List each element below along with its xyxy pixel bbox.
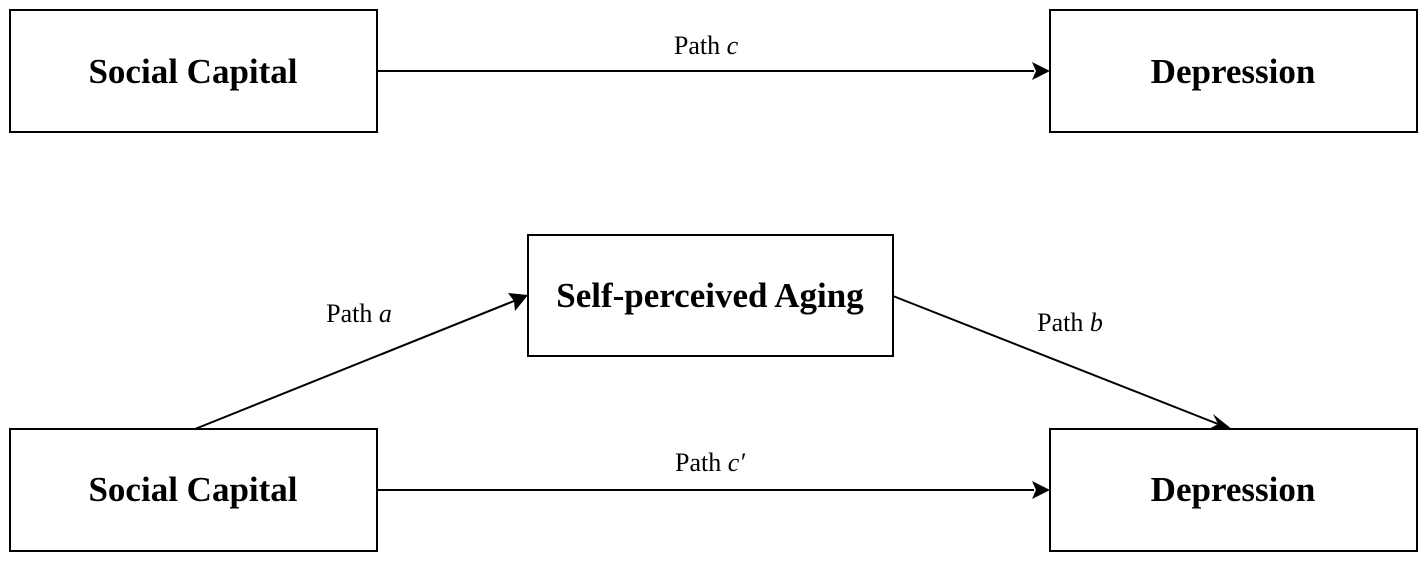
path-c-prime-prefix: Path bbox=[675, 448, 728, 477]
bottom-depression-label: Depression bbox=[1151, 470, 1316, 509]
path-c-prime-symbol: c′ bbox=[728, 448, 746, 477]
path-c-prefix: Path bbox=[674, 31, 727, 60]
mediation-panel: Self-perceived Aging Social Capital Depr… bbox=[9, 234, 1418, 552]
bottom-social-capital-label: Social Capital bbox=[88, 470, 297, 509]
top-depression-box bbox=[1049, 9, 1418, 133]
bottom-social-capital-box bbox=[9, 428, 378, 552]
path-c-prime-arrowhead bbox=[1032, 481, 1050, 499]
path-a-label: Path a bbox=[326, 299, 392, 328]
path-b-arrow bbox=[892, 295, 1219, 425]
path-a-symbol: a bbox=[379, 299, 392, 328]
path-c-label: Path c bbox=[674, 31, 739, 60]
bottom-depression-box bbox=[1049, 428, 1418, 552]
path-a-arrowhead bbox=[508, 293, 528, 311]
path-b-symbol: b bbox=[1090, 308, 1103, 337]
path-c-prime-label: Path c′ bbox=[675, 448, 745, 477]
mediator-box bbox=[527, 234, 894, 357]
path-a-prefix: Path bbox=[326, 299, 379, 328]
top-social-capital-box bbox=[9, 9, 378, 133]
path-b-prefix: Path bbox=[1037, 308, 1090, 337]
path-c-symbol: c bbox=[727, 31, 739, 60]
path-a-arrow bbox=[194, 300, 515, 430]
path-c-arrowhead bbox=[1032, 62, 1050, 80]
top-depression-label: Depression bbox=[1151, 52, 1316, 91]
path-b-label: Path b bbox=[1037, 308, 1103, 337]
total-effect-panel: Social Capital Depression Path c bbox=[9, 9, 1418, 133]
path-b-arrowhead bbox=[1207, 414, 1233, 430]
mediator-label: Self-perceived Aging bbox=[556, 276, 864, 315]
top-social-capital-label: Social Capital bbox=[88, 52, 297, 91]
